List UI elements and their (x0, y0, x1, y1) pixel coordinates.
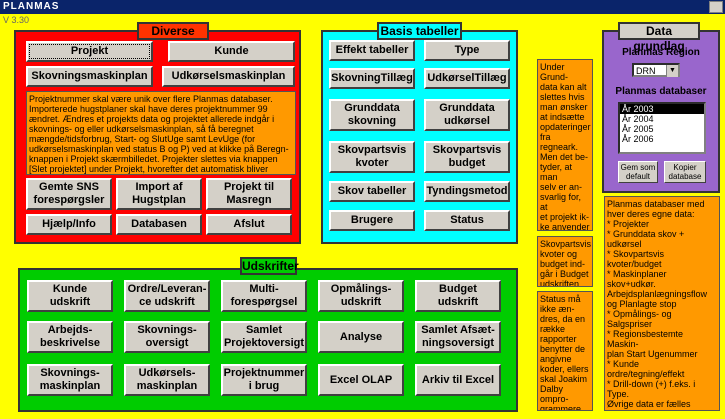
tyndingsmetod-button[interactable]: Tyndingsmetod (424, 181, 510, 202)
chevron-down-icon[interactable]: ▼ (666, 65, 678, 77)
grunddata-udkorsel-button[interactable]: Grunddata udkørsel (424, 99, 510, 131)
database-item[interactable]: År 2004 (622, 114, 654, 124)
projekt-info-text: Projektnummer skal være unik over flere … (26, 91, 296, 175)
title-bar: PLANMAS (0, 0, 725, 14)
projekt-masregn-button[interactable]: Projekt til Masregn (206, 178, 292, 210)
skovpartsvis-budget-button[interactable]: Skovpartsvis budget (424, 141, 510, 173)
ordre-leverance-button[interactable]: Ordre/Leveran- ce udskrift (124, 280, 210, 312)
opmalings-udskrift-button[interactable]: Opmålings- udskrift (318, 280, 404, 312)
grunddata-skovning-button[interactable]: Grunddata skovning (329, 99, 415, 131)
database-item[interactable]: År 2003 (620, 104, 704, 114)
databasen-button[interactable]: Databasen (116, 214, 202, 235)
afslut-button[interactable]: Afslut (206, 214, 292, 235)
grunddata-note: Under Grund- data kan alt slettes hvis m… (537, 59, 593, 231)
budget-udskrift-button[interactable]: Budget udskrift (415, 280, 501, 312)
analyse-button[interactable]: Analyse (318, 321, 404, 353)
multi-foresporgsel-button[interactable]: Multi- forespørgsel (221, 280, 307, 312)
effekt-tabeller-button[interactable]: Effekt tabeller (329, 40, 415, 61)
database-item[interactable]: År 2005 (622, 124, 654, 134)
gem-default-button[interactable]: Gem som default (618, 161, 658, 183)
kunde-button[interactable]: Kunde (168, 41, 295, 62)
skov-tabeller-button[interactable]: Skov tabeller (329, 181, 415, 202)
skovningsmaskinplan-button[interactable]: Skovningsmaskinplan (26, 66, 153, 87)
region-value: DRN (636, 66, 656, 76)
samlet-projektoversigt-button[interactable]: Samlet Projektoversigt (221, 321, 307, 353)
skovpartsvis-kvoter-button[interactable]: Skovpartsvis kvoter (329, 141, 415, 173)
udkorseltillaeg-button[interactable]: UdkørselTillæg (424, 68, 510, 89)
import-hugstplan-button[interactable]: Import af Hugstplan (116, 178, 202, 210)
databases-list[interactable]: År 2003 År 2004 År 2005 År 2006 (618, 102, 706, 154)
basis-title: Basis tabeller (377, 22, 462, 40)
arkiv-til-excel-button[interactable]: Arkiv til Excel (415, 364, 501, 396)
udkorselsmaskinplan-button[interactable]: Udkørselsmaskinplan (162, 66, 295, 87)
projektnummer-i-brug-button[interactable]: Projektnummer i brug (221, 364, 307, 396)
projekt-button[interactable]: Projekt (26, 41, 153, 62)
region-select[interactable]: DRN ▼ (632, 63, 680, 77)
skovpart-note: Skovpartsvis kvoter og budget ind- går i… (537, 236, 593, 287)
region-label: Planmas Region (622, 47, 700, 58)
kunde-udskrift-button[interactable]: Kunde udskrift (27, 280, 113, 312)
skovningsmaskinplan-udskrift-button[interactable]: Skovnings- maskinplan (27, 364, 113, 396)
samlet-afsaetningsoversigt-button[interactable]: Samlet Afsæt- ningsoversigt (415, 321, 501, 353)
data-grundlag-title: Data grundlag (618, 22, 700, 53)
skovningtillaeg-button[interactable]: SkovningTillæg (329, 68, 415, 89)
database-item[interactable]: År 2006 (622, 134, 654, 144)
arbejdsbeskrivelse-button[interactable]: Arbejds- beskrivelse (27, 321, 113, 353)
brugere-button[interactable]: Brugere (329, 210, 415, 231)
basis-panel (321, 30, 518, 244)
status-note: Status må ikke æn- dres, da en række rap… (537, 291, 593, 411)
databases-label: Planmas databaser (615, 86, 707, 97)
excel-olap-button[interactable]: Excel OLAP (318, 364, 404, 396)
app-title: PLANMAS (3, 1, 60, 12)
type-button[interactable]: Type (424, 40, 510, 61)
window-control[interactable] (709, 1, 723, 13)
status-button[interactable]: Status (424, 210, 510, 231)
skovningsoversigt-button[interactable]: Skovnings- oversigt (124, 321, 210, 353)
udskrifter-title: Udskrifter (240, 257, 299, 275)
version-label: V 3.30 (3, 15, 30, 25)
udkorselsmaskinplan-udskrift-button[interactable]: Udkørsels- maskinplan (124, 364, 210, 396)
diverse-title: Diverse (137, 22, 209, 40)
kopier-database-button[interactable]: Kopier database (664, 161, 706, 183)
hjaelp-info-button[interactable]: Hjælp/Info (26, 214, 112, 235)
database-info-text: Planmas databaser med hver deres egne da… (604, 196, 720, 411)
gemte-sns-button[interactable]: Gemte SNS forespørgsler (26, 178, 112, 210)
